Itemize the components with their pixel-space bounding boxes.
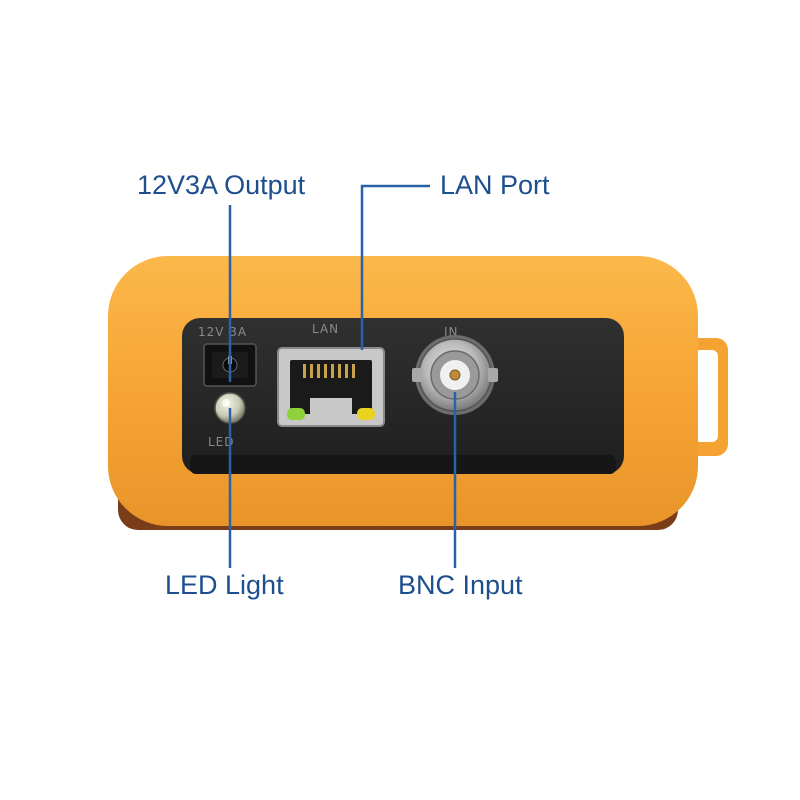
lan-activity-led-yellow: [357, 408, 375, 420]
callout-led-light: LED Light: [165, 570, 284, 600]
panel-label-led: LED: [208, 435, 235, 449]
callout-power-output: 12V3A Output: [137, 170, 306, 200]
panel-label-power: 12V 3A: [198, 325, 247, 339]
connector-panel: [182, 318, 624, 474]
bnc-connector: [412, 335, 498, 415]
leader-line-lan: [360, 184, 430, 350]
callout-lan-port: LAN Port: [440, 170, 550, 200]
leader-lines: [228, 184, 457, 568]
panel-label-lan: LAN: [312, 322, 339, 336]
lan-link-led-green: [287, 408, 305, 420]
callout-bnc-input: BNC Input: [398, 570, 523, 600]
lan-port: [277, 347, 385, 427]
